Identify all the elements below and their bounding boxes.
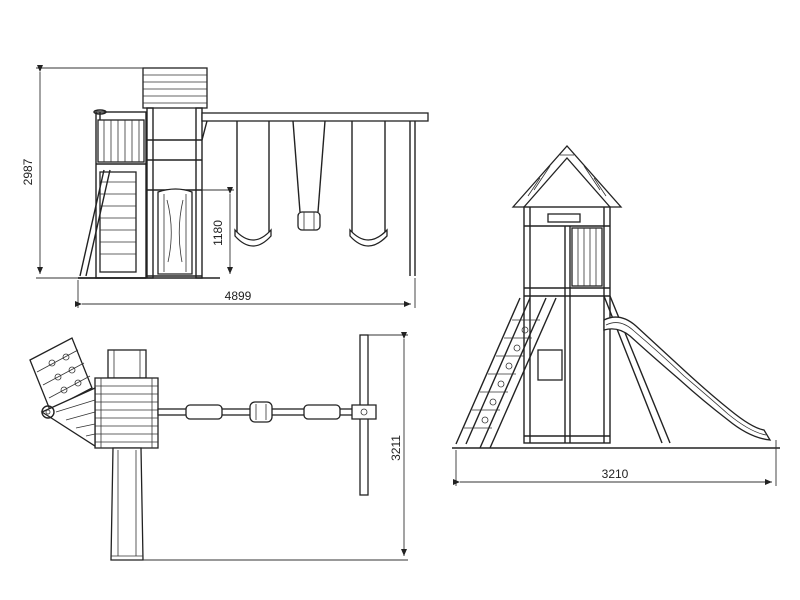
- plan-depth-label: 3211: [389, 435, 403, 461]
- dimension-front-height: 2987: [21, 65, 143, 279]
- dimension-side-width: 3210: [453, 440, 777, 486]
- swing-beam: [201, 112, 429, 276]
- belt-swing-2: [349, 121, 388, 247]
- side-tower: [523, 206, 611, 444]
- side-roof: [511, 145, 623, 208]
- plan-slide-upper: [107, 349, 147, 379]
- slide-front: [157, 188, 193, 275]
- plan-ramp: [40, 386, 96, 448]
- side-ladder: [455, 297, 557, 449]
- plan-climbing-wall: [29, 337, 93, 411]
- tower-roof: [142, 67, 208, 109]
- plan-a-frame: [351, 334, 377, 496]
- left-module: [78, 109, 147, 279]
- front-height-label: 2987: [21, 158, 35, 185]
- front-elevation-view: 2987 1180 4899: [21, 65, 429, 308]
- dimension-deck-height: 1180: [202, 187, 234, 274]
- dimension-plan-depth: 3211: [143, 332, 408, 561]
- plan-view: 3211: [29, 332, 408, 561]
- side-slide: [603, 316, 772, 441]
- front-width-label: 4899: [225, 289, 252, 303]
- plan-deck: [94, 377, 159, 449]
- side-elevation-view: 3210: [452, 145, 780, 486]
- deck-height-label: 1180: [211, 220, 225, 246]
- plan-slide-lower: [110, 447, 144, 561]
- side-width-label: 3210: [602, 467, 629, 481]
- toddler-swing: [292, 120, 326, 231]
- belt-swing-1: [234, 121, 272, 247]
- dimension-front-width: 4899: [75, 278, 416, 308]
- plan-swing-beam: [157, 401, 367, 423]
